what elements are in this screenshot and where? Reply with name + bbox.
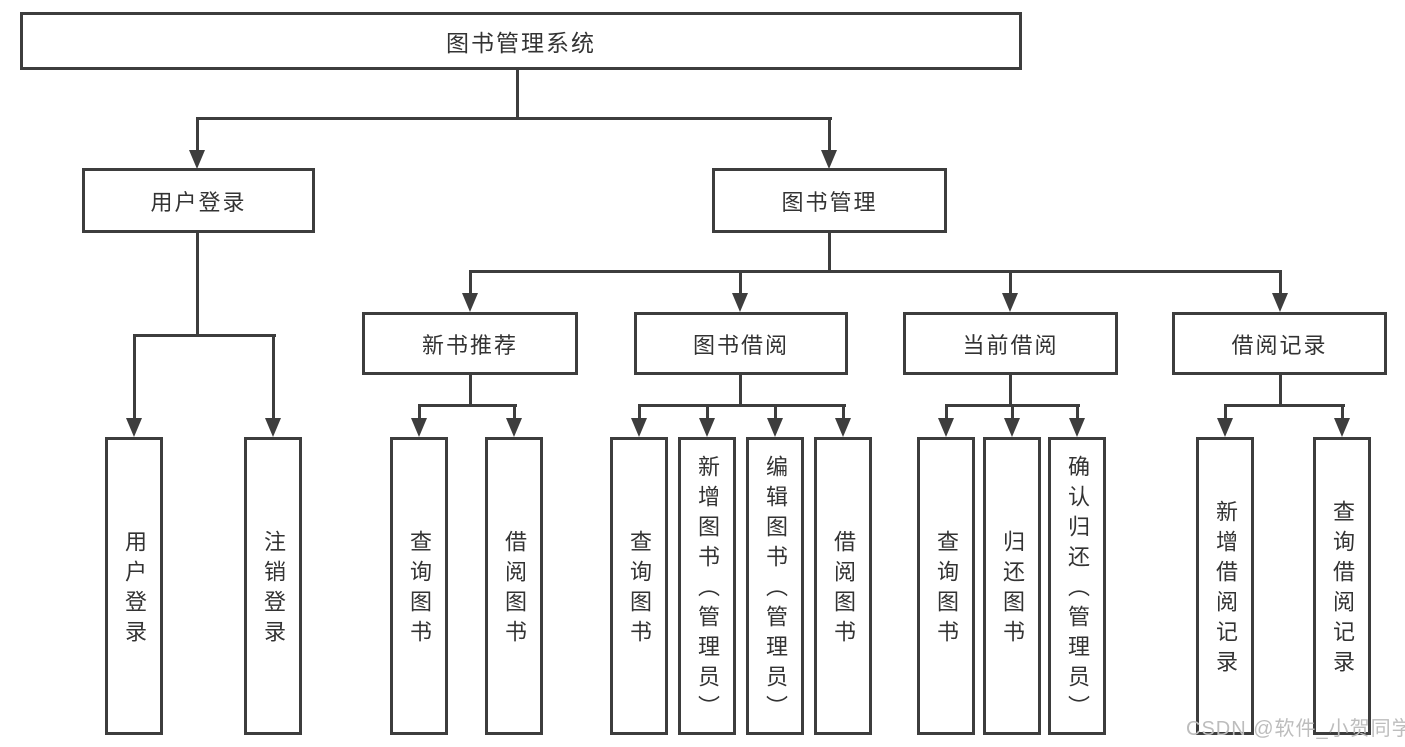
node-query-borrow-record: 查询借阅记录 xyxy=(1313,437,1371,735)
node-query-books-borrowing: 查询图书 xyxy=(610,437,668,735)
connector-line xyxy=(638,404,846,407)
node-new-book-recommendation: 新书推荐 xyxy=(362,312,578,375)
node-user-login-leaf-label: 用户登录 xyxy=(122,530,147,650)
node-borrowing-records: 借阅记录 xyxy=(1172,312,1387,375)
node-book-borrowing: 图书借阅 xyxy=(634,312,848,375)
arrow-down-icon xyxy=(631,418,647,437)
connector-line xyxy=(1279,373,1282,406)
arrow-down-icon xyxy=(732,293,748,312)
connector-line xyxy=(1224,404,1227,420)
connector-line xyxy=(1076,404,1079,420)
node-add-books-admin-label: 新增图书（管理员） xyxy=(695,455,720,725)
node-return-books-label: 归还图书 xyxy=(1000,530,1025,650)
connector-line xyxy=(1009,270,1012,296)
connector-line xyxy=(1011,404,1014,420)
connector-line xyxy=(469,373,472,406)
node-return-books: 归还图书 xyxy=(983,437,1041,735)
connector-line xyxy=(638,404,641,420)
node-current-borrowing-label: 当前借阅 xyxy=(962,332,1059,358)
node-new-book-recommendation-label: 新书推荐 xyxy=(421,332,518,358)
watermark: CSDN @软件_小贺同学 xyxy=(1186,718,1405,740)
node-root-label: 图书管理系统 xyxy=(446,30,596,56)
node-query-books-borrowing-label: 查询图书 xyxy=(627,530,652,650)
node-query-books-recommend-label: 查询图书 xyxy=(407,530,432,650)
arrow-down-icon xyxy=(821,150,837,169)
node-query-books-current: 查询图书 xyxy=(917,437,975,735)
connector-line xyxy=(774,404,777,420)
arrow-down-icon xyxy=(699,418,715,437)
node-borrow-books-recommend: 借阅图书 xyxy=(485,437,543,735)
node-borrow-books-recommend-label: 借阅图书 xyxy=(502,530,527,650)
arrow-down-icon xyxy=(1004,418,1020,437)
connector-line xyxy=(1009,373,1012,406)
arrow-down-icon xyxy=(1334,418,1350,437)
node-root: 图书管理系统 xyxy=(20,12,1022,70)
connector-line xyxy=(1341,404,1344,420)
node-confirm-return-admin-label: 确认归还（管理员） xyxy=(1065,455,1090,725)
node-edit-books-admin-label: 编辑图书（管理员） xyxy=(763,455,788,725)
connector-line xyxy=(706,404,709,420)
connector-line xyxy=(196,231,199,336)
node-borrow-books-borrowing-label: 借阅图书 xyxy=(831,530,856,650)
arrow-down-icon xyxy=(767,418,783,437)
node-borrow-books-borrowing: 借阅图书 xyxy=(814,437,872,735)
node-confirm-return-admin: 确认归还（管理员） xyxy=(1048,437,1106,735)
arrow-down-icon xyxy=(835,418,851,437)
connector-line xyxy=(516,70,519,120)
connector-line xyxy=(1224,404,1345,407)
connector-line xyxy=(196,117,199,153)
connector-line xyxy=(739,270,742,296)
node-user-login-leaf: 用户登录 xyxy=(105,437,163,735)
connector-line xyxy=(828,117,831,153)
connector-line xyxy=(272,334,275,420)
connector-line xyxy=(469,270,1282,273)
node-query-borrow-record-label: 查询借阅记录 xyxy=(1330,500,1355,680)
node-user-login: 用户登录 xyxy=(82,168,315,233)
arrow-down-icon xyxy=(1002,293,1018,312)
connector-line xyxy=(828,231,831,273)
node-book-management: 图书管理 xyxy=(712,168,947,233)
node-query-books-recommend: 查询图书 xyxy=(390,437,448,735)
connector-line xyxy=(133,334,136,420)
connector-line xyxy=(133,334,276,337)
connector-line xyxy=(945,404,948,420)
arrow-down-icon xyxy=(1272,293,1288,312)
connector-line xyxy=(469,270,472,296)
connector-line xyxy=(196,117,832,120)
arrow-down-icon xyxy=(265,418,281,437)
node-query-books-current-label: 查询图书 xyxy=(934,530,959,650)
node-book-borrowing-label: 图书借阅 xyxy=(692,332,789,358)
node-add-borrow-record-label: 新增借阅记录 xyxy=(1213,500,1238,680)
node-add-books-admin: 新增图书（管理员） xyxy=(678,437,736,735)
arrow-down-icon xyxy=(411,418,427,437)
arrow-down-icon xyxy=(126,418,142,437)
node-edit-books-admin: 编辑图书（管理员） xyxy=(746,437,804,735)
arrow-down-icon xyxy=(1069,418,1085,437)
node-logout: 注销登录 xyxy=(244,437,302,735)
connector-line xyxy=(418,404,517,407)
connector-line xyxy=(739,373,742,406)
node-book-management-label: 图书管理 xyxy=(781,189,878,215)
node-logout-label: 注销登录 xyxy=(261,530,286,650)
arrow-down-icon xyxy=(938,418,954,437)
arrow-down-icon xyxy=(1217,418,1233,437)
node-current-borrowing: 当前借阅 xyxy=(903,312,1118,375)
connector-line xyxy=(842,404,845,420)
connector-line xyxy=(1279,270,1282,296)
node-borrowing-records-label: 借阅记录 xyxy=(1231,332,1328,358)
node-add-borrow-record: 新增借阅记录 xyxy=(1196,437,1254,735)
arrow-down-icon xyxy=(506,418,522,437)
connector-line xyxy=(513,404,516,420)
arrow-down-icon xyxy=(462,293,478,312)
connector-line xyxy=(418,404,421,420)
arrow-down-icon xyxy=(189,150,205,169)
node-user-login-label: 用户登录 xyxy=(150,189,247,215)
